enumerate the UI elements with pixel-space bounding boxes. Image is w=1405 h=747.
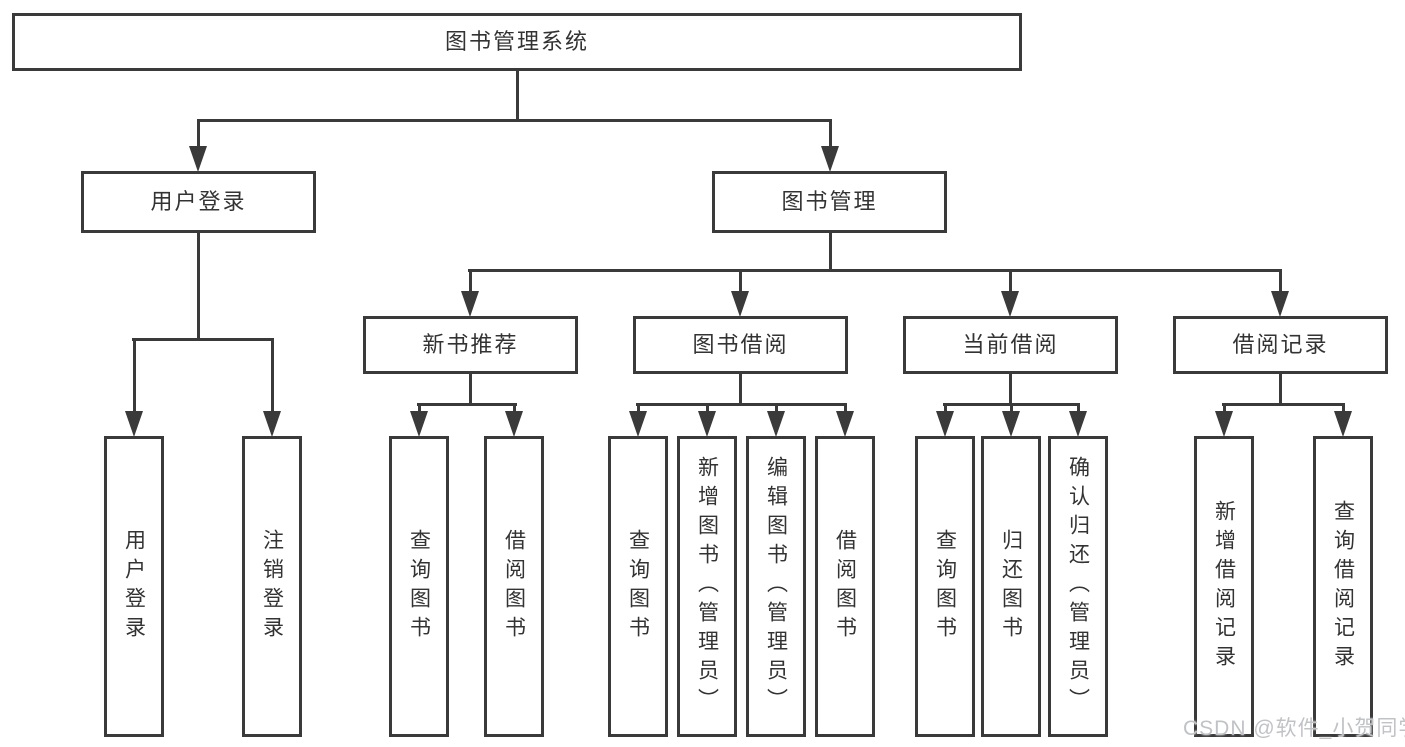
leaf-query-books-borrow: 查询图书 bbox=[608, 436, 668, 737]
connector-line bbox=[197, 233, 200, 339]
connector-line bbox=[1077, 403, 1080, 413]
arrow-down-icon bbox=[125, 411, 143, 437]
connector-line bbox=[1279, 374, 1282, 405]
leaf-logout: 注销登录 bbox=[242, 436, 302, 737]
connector-line bbox=[1009, 374, 1012, 405]
leaf-add-borrow-record: 新增借阅记录 bbox=[1194, 436, 1254, 737]
arrow-down-icon bbox=[731, 291, 749, 317]
connector-line bbox=[829, 233, 832, 271]
connector-line bbox=[706, 403, 709, 413]
connector-line bbox=[637, 403, 640, 413]
connector-line bbox=[513, 403, 516, 413]
leaf-return-books: 归还图书 bbox=[981, 436, 1041, 737]
leaf-edit-books-admin: 编辑图书（管理员） bbox=[746, 436, 806, 737]
connector-line bbox=[417, 403, 517, 406]
connector-line bbox=[829, 119, 832, 159]
connector-line bbox=[636, 403, 847, 406]
connector-line bbox=[739, 269, 742, 293]
connector-line bbox=[271, 338, 274, 412]
connector-line bbox=[1279, 269, 1282, 293]
arrow-down-icon bbox=[461, 291, 479, 317]
node-library-system: 图书管理系统 bbox=[12, 13, 1022, 71]
leaf-query-borrow-record: 查询借阅记录 bbox=[1313, 436, 1373, 737]
leaf-confirm-return-admin: 确认归还（管理员） bbox=[1048, 436, 1108, 737]
leaf-query-books-current: 查询图书 bbox=[915, 436, 975, 737]
connector-line bbox=[197, 119, 200, 159]
connector-line bbox=[1009, 269, 1012, 293]
arrow-down-icon bbox=[1069, 411, 1087, 437]
leaf-add-books-admin: 新增图书（管理员） bbox=[677, 436, 737, 737]
arrow-down-icon bbox=[936, 411, 954, 437]
connector-line bbox=[469, 374, 472, 405]
arrow-down-icon bbox=[1334, 411, 1352, 437]
arrow-down-icon bbox=[1215, 411, 1233, 437]
connector-line bbox=[468, 269, 1282, 272]
arrow-down-icon bbox=[836, 411, 854, 437]
arrow-down-icon bbox=[263, 411, 281, 437]
connector-line bbox=[775, 403, 778, 413]
watermark: CSDN @软件_小贺同学 bbox=[1183, 717, 1405, 740]
node-borrow-records: 借阅记录 bbox=[1173, 316, 1388, 374]
arrow-down-icon bbox=[1271, 291, 1289, 317]
connector-line bbox=[739, 374, 742, 405]
arrow-down-icon bbox=[767, 411, 785, 437]
connector-line bbox=[1010, 403, 1013, 413]
connector-line bbox=[944, 403, 947, 413]
connector-line bbox=[844, 403, 847, 413]
node-current-borrow: 当前借阅 bbox=[903, 316, 1118, 374]
leaf-borrow-books: 借阅图书 bbox=[815, 436, 875, 737]
leaf-borrow-books-recommend: 借阅图书 bbox=[484, 436, 544, 737]
node-new-book-recommend: 新书推荐 bbox=[363, 316, 578, 374]
connector-line bbox=[132, 338, 274, 341]
leaf-user-login: 用户登录 bbox=[104, 436, 164, 737]
node-user-login: 用户登录 bbox=[81, 171, 316, 233]
arrow-down-icon bbox=[189, 146, 207, 172]
connector-line bbox=[1223, 403, 1226, 413]
connector-line bbox=[1342, 403, 1345, 413]
arrow-down-icon bbox=[698, 411, 716, 437]
arrow-down-icon bbox=[410, 411, 428, 437]
connector-line bbox=[1222, 403, 1345, 406]
connector-line bbox=[133, 338, 136, 412]
connector-line bbox=[418, 403, 421, 413]
arrow-down-icon bbox=[629, 411, 647, 437]
arrow-down-icon bbox=[1001, 291, 1019, 317]
arrow-down-icon bbox=[1002, 411, 1020, 437]
arrow-down-icon bbox=[821, 146, 839, 172]
connector-line bbox=[197, 119, 831, 122]
node-book-borrow: 图书借阅 bbox=[633, 316, 848, 374]
connector-line bbox=[469, 269, 472, 293]
node-book-management: 图书管理 bbox=[712, 171, 947, 233]
connector-line bbox=[516, 70, 519, 120]
arrow-down-icon bbox=[505, 411, 523, 437]
leaf-query-books-recommend: 查询图书 bbox=[389, 436, 449, 737]
